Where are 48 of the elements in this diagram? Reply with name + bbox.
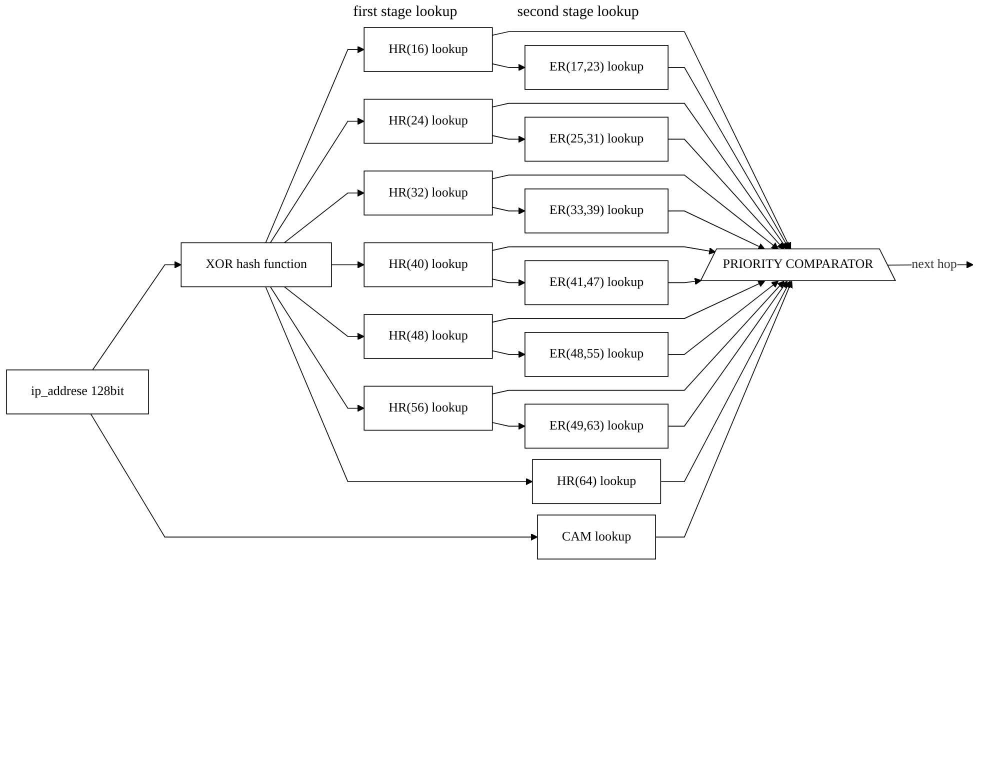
column-heading: first stage lookup — [353, 4, 458, 21]
arrow — [668, 280, 779, 355]
arrow — [492, 422, 526, 430]
node-box: ER(17,23) lookup — [524, 45, 668, 90]
arrow — [284, 189, 364, 244]
node-box: HR(56) lookup — [364, 386, 493, 431]
arrow — [92, 261, 182, 370]
arrow — [265, 46, 364, 244]
arrow — [668, 278, 702, 285]
edge-label: next hop — [912, 257, 957, 272]
arrow — [265, 286, 533, 486]
node-box: HR(48) lookup — [364, 314, 493, 359]
node-box: ER(41,47) lookup — [524, 260, 668, 306]
arrow — [655, 280, 793, 538]
arrow — [284, 286, 364, 340]
arrow — [668, 280, 788, 427]
arrow — [270, 286, 364, 412]
arrow — [492, 246, 716, 255]
node-box: HR(40) lookup — [364, 242, 493, 288]
arrow — [492, 278, 526, 286]
arrow — [668, 138, 784, 250]
arrow — [492, 31, 792, 250]
arrow — [668, 67, 790, 250]
node-box: HR(64) lookup — [532, 459, 662, 504]
arrow — [270, 118, 364, 244]
arrow — [492, 63, 526, 72]
arrow — [492, 350, 526, 358]
node-box: ER(49,63) lookup — [524, 404, 668, 449]
arrow — [492, 102, 788, 250]
node-box: CAM lookup — [537, 514, 656, 560]
node-box: HR(16) lookup — [364, 27, 493, 72]
arrow — [90, 414, 538, 541]
node-box: ER(33,39) lookup — [524, 188, 668, 234]
arrow — [660, 280, 790, 482]
column-heading: second stage lookup — [517, 4, 639, 21]
arrow — [331, 261, 364, 268]
node-box: ER(48,55) lookup — [524, 332, 668, 377]
arrow — [668, 210, 766, 250]
arrow — [492, 174, 779, 250]
node-box: ER(25,31) lookup — [524, 116, 668, 162]
node-box: HR(24) lookup — [364, 98, 493, 144]
arrow — [492, 135, 526, 143]
node-box: ip_addrese 128bit — [6, 370, 149, 414]
arrow — [492, 280, 766, 323]
arrow — [492, 206, 526, 215]
node-box: XOR hash function — [180, 242, 332, 288]
node-box: HR(32) lookup — [364, 170, 493, 216]
arrow — [492, 280, 784, 394]
